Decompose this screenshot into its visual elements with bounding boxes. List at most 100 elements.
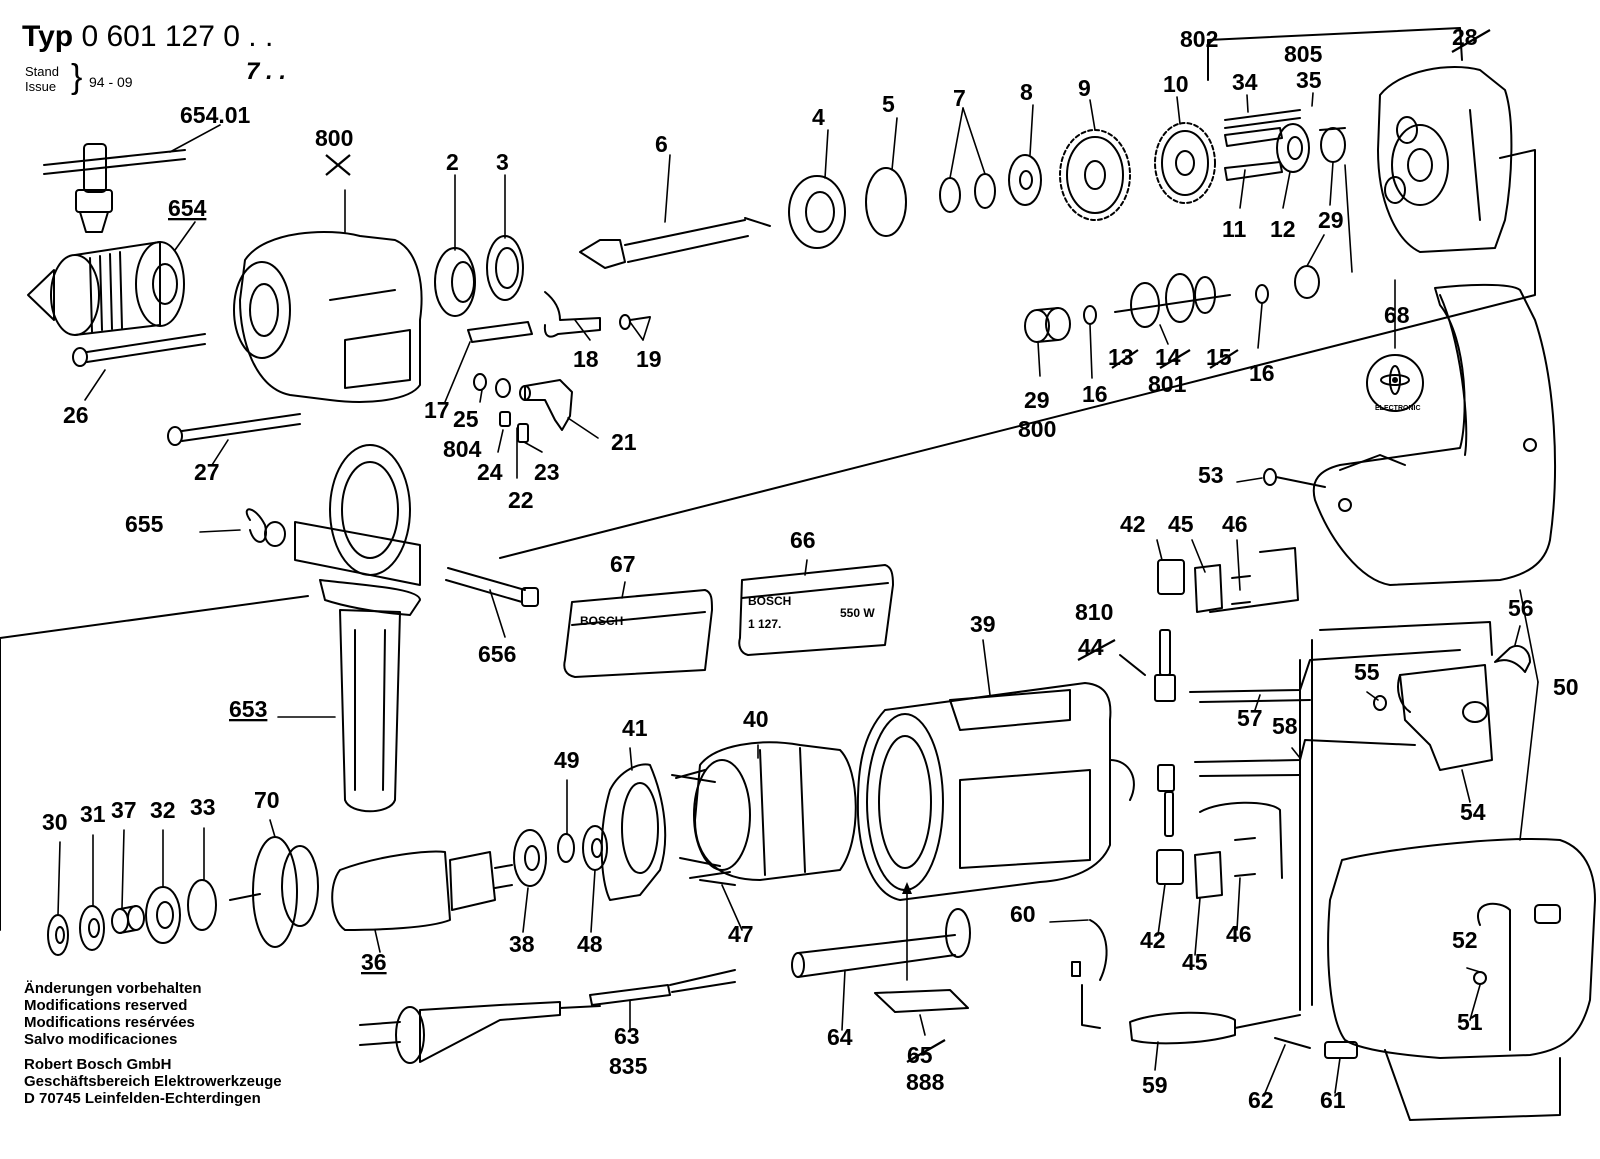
seal-ring-3 (486, 235, 524, 301)
needle-sleeve-29-right (1294, 265, 1320, 299)
washer-31 (79, 905, 105, 951)
screws-19 (619, 314, 651, 330)
part-label-48: 48 (577, 931, 603, 957)
part-label-8: 8 (1020, 79, 1033, 105)
needle-bearing-2 (434, 247, 476, 317)
gear-10 (1154, 122, 1216, 204)
depth-rod-17 (467, 321, 533, 343)
cable-guard-59 (1129, 1011, 1301, 1045)
part-label-810: 810 (1075, 599, 1113, 625)
carbon-brush-810 (1119, 629, 1176, 702)
part-label-46a: 46 (1222, 511, 1248, 537)
armature-36 (331, 850, 513, 931)
part-label-26: 26 (63, 402, 89, 428)
issue-date: 94 - 09 (89, 74, 133, 90)
screws-47 (671, 774, 736, 886)
grouping-frame-lines (0, 27, 1536, 931)
part-label-40: 40 (743, 706, 769, 732)
stand-issue-labels: Stand Issue (25, 64, 59, 94)
part-label-654: 654 (168, 195, 207, 221)
ball-bearing-38 (513, 829, 547, 887)
electronic-logo-68 (1366, 354, 1424, 412)
footer-line-es: Salvo modificaciones (24, 1031, 178, 1048)
sleeve-37 (111, 905, 145, 934)
part-label-21: 21 (611, 429, 637, 455)
part-label-31: 31 (80, 801, 106, 827)
part-label-33: 33 (190, 794, 216, 820)
part-label-59: 59 (1142, 1072, 1168, 1098)
company-address: D 70745 Leinfelden-Echterdingen (24, 1090, 261, 1107)
rings-7 (939, 173, 996, 213)
part-label-805: 805 (1284, 41, 1323, 67)
part-label-5: 5 (882, 91, 895, 117)
part-label-800a: 800 (315, 125, 353, 151)
wing-nut-655 (245, 508, 286, 547)
part-label-28: 28 (1452, 24, 1478, 50)
part-label-67: 67 (610, 551, 636, 577)
part-label-42b: 42 (1140, 927, 1166, 953)
part-label-15: 15 (1206, 344, 1232, 370)
washer-8 (1008, 154, 1042, 206)
part-label-29b: 29 (1024, 387, 1050, 413)
pins-34 (1224, 109, 1301, 129)
strike-marks (325, 29, 1491, 1063)
needle-sleeve-29-lower (1024, 307, 1071, 343)
mains-plug (359, 1001, 601, 1064)
part-label-41: 41 (622, 715, 648, 741)
fan-baffle-41 (600, 763, 667, 901)
screw-27 (167, 413, 301, 446)
part-label-51: 51 (1457, 1009, 1483, 1035)
clamp-61 (1324, 1041, 1358, 1059)
type-number: 0 601 127 0 . . (81, 20, 274, 53)
part-label-46b: 46 (1226, 921, 1252, 947)
part-label-888: 888 (906, 1069, 945, 1095)
nameplate-67-brand: BOSCH (580, 614, 623, 628)
part-label-65: 65 (907, 1042, 933, 1068)
part-label-29a: 29 (1318, 207, 1344, 233)
part-label-804: 804 (443, 436, 482, 462)
ball-bearing-32 (145, 886, 181, 944)
screw-55 (1373, 695, 1387, 711)
part-label-56: 56 (1508, 595, 1534, 621)
gear-housing (233, 231, 423, 403)
nameplate-67 (563, 589, 713, 678)
ring-48 (582, 825, 608, 871)
part-label-53: 53 (1198, 462, 1224, 488)
part-label-16a: 16 (1082, 381, 1108, 407)
shift-plates-11 (1224, 127, 1283, 181)
part-label-60: 60 (1010, 901, 1036, 927)
part-label-17: 17 (424, 397, 450, 423)
ring-49 (557, 833, 575, 863)
switch-54 (1397, 664, 1493, 771)
lever-18 (543, 291, 601, 338)
drill-spindle (579, 217, 771, 269)
handle-shell-upper (1312, 283, 1556, 586)
stand-label: Stand (25, 64, 59, 79)
part-label-57: 57 (1237, 705, 1263, 731)
washer-16-right (1255, 284, 1269, 304)
part-label-68: 68 (1384, 302, 1410, 328)
nameplate-66-model: 1 127. (748, 617, 781, 631)
document-title: Typ 0 601 127 0 . . (22, 20, 273, 54)
part-label-654-01: 654.01 (180, 102, 251, 128)
part-label-38: 38 (509, 931, 535, 957)
field-coil-40 (675, 741, 857, 881)
part-label-50: 50 (1553, 674, 1579, 700)
part-label-66: 66 (790, 527, 816, 553)
washers-25-24 (473, 373, 529, 443)
part-label-9: 9 (1078, 75, 1091, 101)
footer-line-de: Änderungen vorbehalten (24, 980, 202, 997)
issue-label: Issue (25, 79, 57, 94)
part-label-37: 37 (111, 797, 137, 823)
part-label-45a: 45 (1168, 511, 1194, 537)
washer-12 (1276, 123, 1310, 173)
part-label-653: 653 (229, 696, 267, 722)
part-label-35: 35 (1296, 67, 1322, 93)
cable-sleeve-63 (589, 969, 736, 1006)
part-label-11: 11 (1222, 216, 1247, 242)
footer-notice: Änderungen vorbehalten Modifications res… (24, 980, 282, 1107)
part-label-6: 6 (655, 131, 668, 157)
company-division: Geschäftsbereich Elektrowerkzeuge (24, 1073, 282, 1090)
typ-label: Typ (22, 20, 74, 53)
